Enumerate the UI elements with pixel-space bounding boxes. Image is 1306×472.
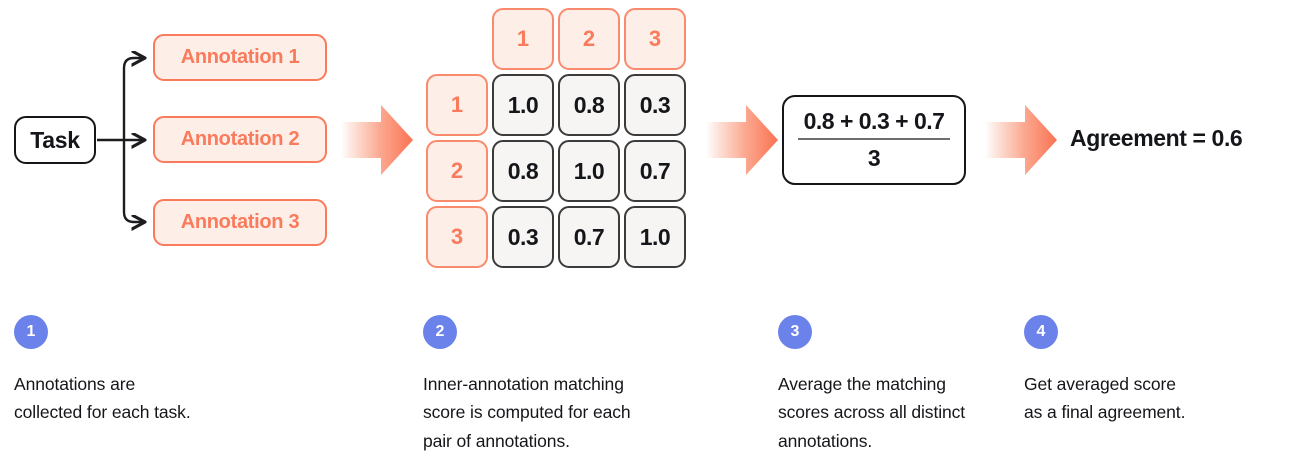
step-3-text: Average the matching scores across all d… (778, 374, 966, 451)
matrix-row-header-1: 1 (426, 74, 488, 136)
matrix-col-header-1: 1 (492, 8, 554, 70)
matrix-cell-2-3: 0.7 (624, 140, 686, 202)
task-label: Task (30, 126, 80, 153)
matrix-cell-3-1: 0.3 (492, 206, 554, 268)
step-4: 4 Get averaged score as a final agreemen… (1024, 315, 1294, 427)
annotation-label-1: Annotation 1 (180, 46, 300, 68)
step-1-badge: 1 (14, 315, 48, 349)
matrix-cell-2-1: 0.8 (492, 140, 554, 202)
step-1-text: Annotations are collected for each task. (14, 374, 191, 423)
step-4-badge: 4 (1024, 315, 1058, 349)
right-arrow-icon-2 (706, 105, 778, 175)
matrix-col-header-3: 3 (624, 8, 686, 70)
matrix-cell-1-3: 0.3 (624, 74, 686, 136)
step-2: 2 Inner-annotation matching score is com… (423, 315, 713, 455)
matrix-cell-2-2: 1.0 (558, 140, 620, 202)
matrix-row-header-3: 3 (426, 206, 488, 268)
annotation-label-2: Annotation 2 (180, 128, 300, 150)
matrix-row-header-2: 2 (426, 140, 488, 202)
step-2-badge: 2 (423, 315, 457, 349)
average-formula-box: 0.8 + 0.3 + 0.7 3 (782, 95, 966, 185)
fraction: 0.8 + 0.3 + 0.7 3 (798, 107, 950, 172)
task-node: Task (14, 116, 96, 164)
step-4-text: Get averaged score as a final agreement. (1024, 374, 1186, 423)
fraction-denominator: 3 (867, 145, 881, 172)
matrix-cell-1-1: 1.0 (492, 74, 554, 136)
annotation-label-3: Annotation 3 (180, 211, 300, 233)
annotation-node-2: Annotation 2 (153, 116, 327, 163)
matrix-cell-1-2: 0.8 (558, 74, 620, 136)
right-arrow-icon-3 (985, 105, 1057, 175)
step-1: 1 Annotations are collected for each tas… (14, 315, 264, 427)
matrix-cell-3-3: 1.0 (624, 206, 686, 268)
step-3-badge: 3 (778, 315, 812, 349)
right-arrow-icon-1 (341, 105, 413, 175)
fraction-bar (798, 137, 950, 141)
matrix-cell-3-2: 0.7 (558, 206, 620, 268)
matrix-col-header-2: 2 (558, 8, 620, 70)
fraction-numerator: 0.8 + 0.3 + 0.7 (803, 107, 945, 134)
annotation-node-3: Annotation 3 (153, 199, 327, 246)
annotation-node-1: Annotation 1 (153, 34, 327, 81)
step-2-text: Inner-annotation matching score is compu… (423, 374, 631, 451)
step-3: 3 Average the matching scores across all… (778, 315, 1048, 455)
agreement-result: Agreement = 0.6 (1070, 125, 1243, 151)
